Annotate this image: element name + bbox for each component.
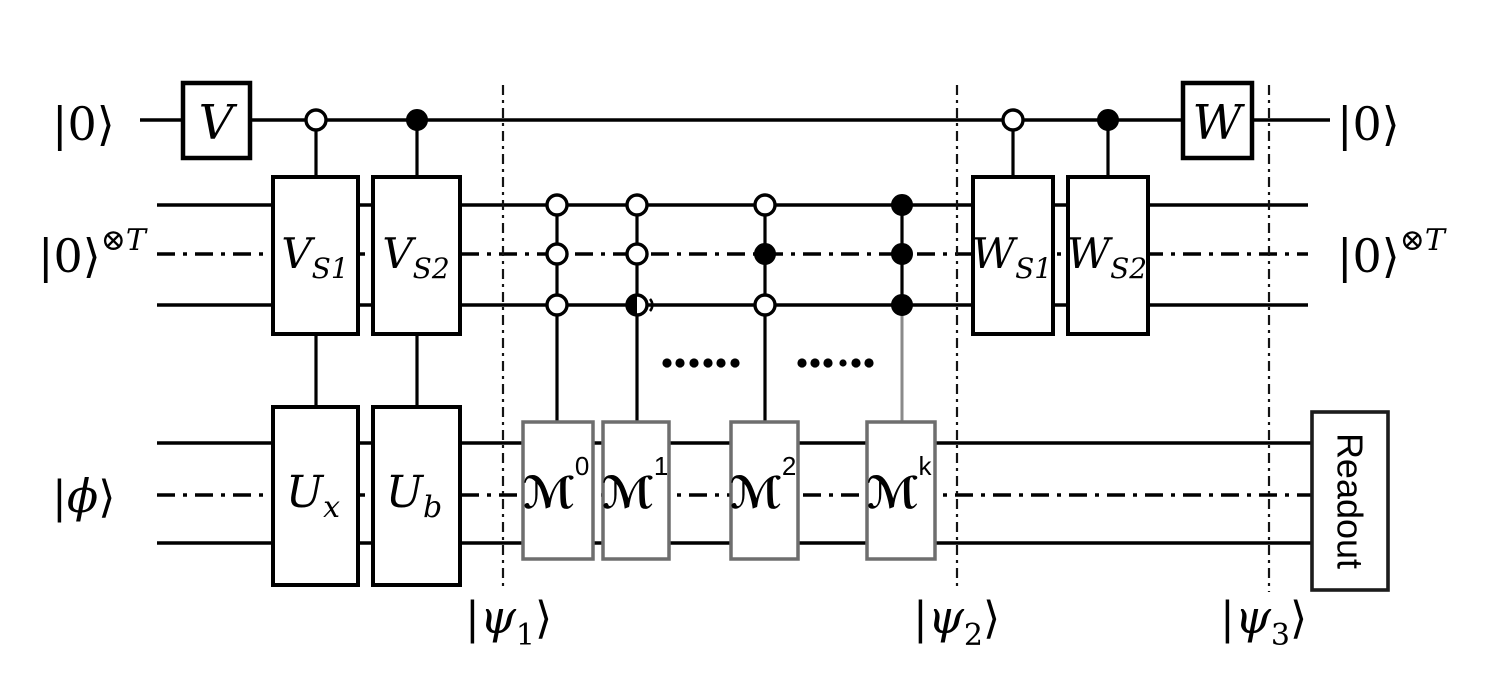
control-open-m0-w2 — [545, 242, 569, 266]
control-open-m1-w2 — [625, 242, 649, 266]
gate-mk-label: ℳk — [866, 451, 932, 519]
ellipsis-left — [662, 358, 740, 368]
control-filled-vs2 — [406, 109, 428, 131]
ket-in-clock: |0⟩⊗T — [38, 223, 148, 283]
gate-ux-box — [271, 405, 360, 587]
ket-out-ancilla: |0⟩ — [1337, 97, 1400, 151]
control-open-m0-w1 — [545, 193, 569, 217]
gate-v-label: V — [199, 95, 238, 151]
control-half-filled-m1-w3 — [625, 293, 654, 317]
gate-mk-box — [865, 420, 937, 561]
control-open-ws1 — [1001, 108, 1025, 132]
control-open-m2-w3 — [753, 293, 777, 317]
gate-ub-box — [371, 405, 462, 587]
control-open-m0-w3 — [545, 293, 569, 317]
gate-ws2-label: WS2 — [1067, 229, 1147, 285]
ket-in-system: |ϕ⟩ — [52, 469, 115, 523]
gate-m0-label: ℳ0 — [523, 451, 590, 519]
readout-box — [1310, 410, 1390, 592]
gate-ws1-label: WS1 — [972, 229, 1052, 285]
gate-vs2-label: VS2 — [382, 229, 449, 285]
gate-w-label: W — [1192, 95, 1245, 151]
gate-ws2-box — [1066, 175, 1150, 336]
state-label-psi1: |ψ1⟩ — [465, 590, 552, 653]
gate-ub-label: Ub — [386, 467, 442, 525]
gate-ux-label: Ux — [286, 467, 340, 525]
state-label-psi3: |ψ3⟩ — [1220, 590, 1307, 653]
control-filled-ws2 — [1097, 109, 1119, 131]
gate-v-box — [180, 80, 253, 161]
gate-vs1-box — [271, 175, 360, 336]
gate-vs1-label: VS1 — [281, 229, 348, 285]
control-filled-mk-w1 — [891, 194, 913, 216]
gate-m2-label: ℳ2 — [730, 451, 797, 519]
gate-m1-label: ℳ1 — [602, 451, 669, 519]
ellipsis-right — [797, 358, 874, 368]
control-filled-mk-w2 — [891, 243, 913, 265]
ket-in-ancilla: |0⟩ — [52, 97, 115, 151]
gate-w-box — [1180, 80, 1255, 161]
ket-out-clock: |0⟩⊗T — [1337, 223, 1447, 283]
control-filled-m2-w2 — [754, 243, 776, 265]
control-filled-mk-w3 — [891, 294, 913, 316]
gate-m1-box — [601, 420, 671, 561]
control-open-m2-w1 — [753, 193, 777, 217]
readout-label: Readout — [1330, 433, 1371, 569]
gate-vs2-box — [371, 175, 462, 336]
gate-ws1-box — [971, 175, 1055, 336]
gate-m2-box — [729, 420, 800, 561]
gate-m0-box — [521, 420, 595, 561]
control-open-vs1 — [304, 108, 328, 132]
state-label-psi2: |ψ2⟩ — [913, 590, 1000, 653]
control-open-m1-w1 — [625, 193, 649, 217]
